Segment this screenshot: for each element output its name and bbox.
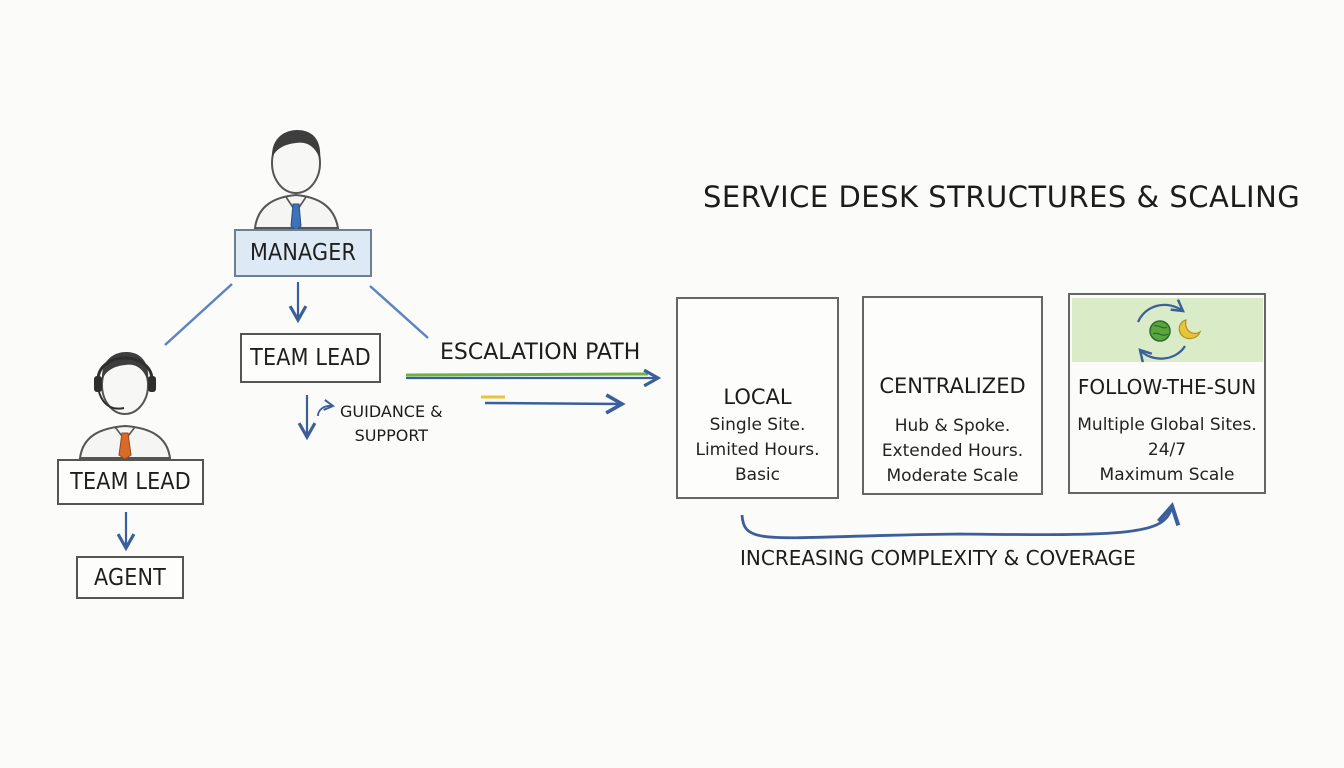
structure-name: CENTRALIZED — [879, 374, 1026, 398]
flow-arrow — [484, 393, 626, 415]
structure-line: Single Site. — [709, 415, 806, 435]
structure-card-centralized: CENTRALIZED Hub & Spoke. Extended Hours.… — [862, 296, 1043, 495]
escalation-path-label: ESCALATION PATH — [440, 340, 641, 365]
team-lead-left-box: TEAM LEAD — [57, 459, 204, 505]
agent-box: AGENT — [76, 556, 184, 599]
guidance-arrow — [317, 399, 336, 417]
structure-line: Hub & Spoke. — [894, 416, 1011, 436]
structure-description: Single Site. Limited Hours. Basic — [678, 413, 837, 488]
escalation-path-line — [405, 372, 649, 377]
scale-arrow — [740, 502, 1181, 540]
structure-description: Hub & Spoke. Extended Hours. Moderate Sc… — [864, 414, 1041, 489]
structure-line: Moderate Scale — [886, 466, 1019, 486]
structure-name: FOLLOW-THE-SUN — [1077, 375, 1257, 399]
structure-name: LOCAL — [723, 385, 792, 409]
structure-line: Basic — [734, 465, 780, 485]
structure-card-local: LOCAL Single Site. Limited Hours. Basic — [676, 297, 839, 499]
guidance-line-1: GUIDANCE & — [340, 402, 443, 421]
agent-figure-icon — [78, 352, 172, 460]
team-lead-center-box: TEAM LEAD — [240, 333, 381, 383]
globe-cycle-icon — [1072, 298, 1263, 363]
structure-line: Maximum Scale — [1099, 465, 1235, 485]
manager-box: MANAGER — [234, 229, 372, 277]
manager-to-left-connector — [164, 283, 233, 346]
structure-line: 24/7 — [1147, 440, 1187, 460]
manager-figure-icon — [253, 130, 340, 231]
guidance-support-label: GUIDANCE & SUPPORT — [340, 400, 443, 448]
structure-line: Limited Hours. — [695, 440, 820, 460]
structure-line: Multiple Global Sites. — [1077, 415, 1257, 435]
structure-line: Extended Hours. — [881, 441, 1024, 461]
scale-label: INCREASING COMPLEXITY & COVERAGE — [740, 546, 1136, 570]
structure-card-follow-the-sun: FOLLOW-THE-SUN Multiple Global Sites. 24… — [1068, 293, 1266, 494]
manager-to-right-connector — [369, 285, 429, 339]
guidance-line-2: SUPPORT — [354, 426, 429, 445]
structure-description: Multiple Global Sites. 24/7 Maximum Scal… — [1070, 413, 1264, 488]
page-title: SERVICE DESK STRUCTURES & SCALING — [703, 180, 1301, 214]
